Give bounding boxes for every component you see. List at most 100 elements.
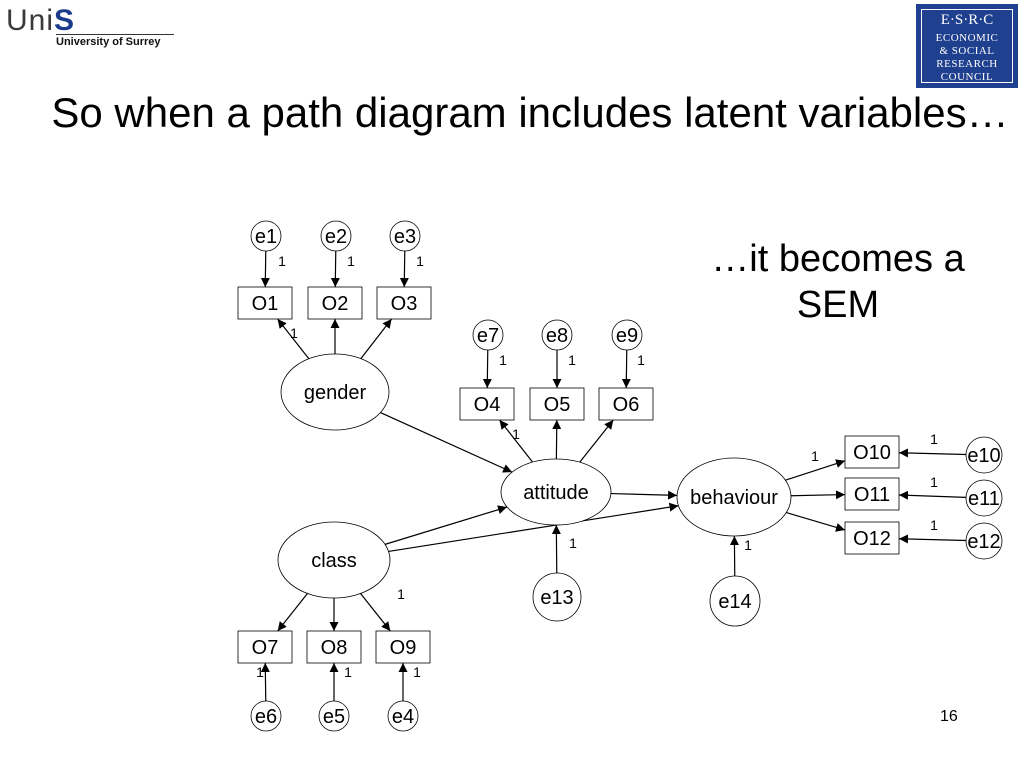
esrc-line: ECONOMIC (935, 32, 999, 44)
observed-o7: O7 (237, 630, 293, 664)
path-coefficient-e9-O6: 1 (637, 352, 645, 368)
path-arrows (260, 250, 967, 702)
observed-o8: O8 (306, 630, 362, 664)
path-coefficient-e10-O10: 1 (930, 431, 938, 447)
error-e14: e14 (709, 575, 761, 627)
error-e9: e9 (611, 319, 643, 351)
path-coefficient-e7-O4: 1 (499, 352, 507, 368)
path-coefficient-e1-O1: 1 (278, 253, 286, 269)
observed-variable-box (375, 630, 431, 664)
latent-attitude: attitude (500, 458, 612, 526)
error-e11: e11 (965, 479, 1003, 517)
path-arrow-e7-to-O4 (482, 349, 492, 389)
error-term-circle (541, 319, 573, 351)
path-arrow-e3-to-O3 (399, 250, 409, 288)
error-e3: e3 (389, 220, 421, 252)
latent-variable-ellipse (280, 353, 390, 431)
observed-variable-box (529, 387, 585, 421)
error-e13: e13 (532, 572, 582, 622)
path-arrow-behaviour-to-O11 (790, 490, 846, 500)
latent-class: class (277, 521, 391, 599)
observed-variable-box (844, 521, 900, 555)
error-label: e6 (255, 706, 277, 728)
slide-title: So when a path diagram includes latent v… (51, 89, 1009, 136)
observed-o6: O6 (598, 387, 654, 421)
path-coefficient-e13-attitude: 1 (569, 535, 577, 551)
path-arrow-e1-to-O1 (260, 250, 270, 288)
error-label: e7 (477, 325, 499, 347)
error-label: e14 (718, 591, 751, 613)
error-term-circle (709, 575, 761, 627)
path-arrow-gender-to-O1 (277, 318, 310, 360)
esrc-line: & SOCIAL (939, 45, 995, 57)
error-term-circle (250, 700, 282, 732)
path-arrow-attitude-to-O6 (579, 419, 614, 463)
path-arrow-class-to-attitude (384, 505, 508, 545)
path-coefficient-e11-O11: 1 (930, 474, 938, 490)
path-arrow-attitude-to-O4 (499, 419, 534, 463)
observed-label: O2 (322, 293, 349, 315)
observed-o9: O9 (375, 630, 431, 664)
error-label: e12 (967, 531, 1000, 553)
observed-label: O12 (853, 528, 891, 550)
observed-label: O1 (252, 293, 279, 315)
error-term-circle (965, 479, 1003, 517)
observed-variable-box (307, 286, 363, 320)
esrc-acronym: E·S·R·C (940, 12, 994, 28)
error-e1: e1 (250, 220, 282, 252)
path-coefficient-e4-O9: 1 (413, 664, 421, 680)
error-label: e9 (616, 325, 638, 347)
observed-label: O11 (854, 484, 890, 506)
observed-label: O9 (390, 637, 417, 659)
path-arrow-e11-to-O11 (898, 490, 967, 500)
path-coefficient-e2-O2: 1 (347, 253, 355, 269)
error-e7: e7 (472, 319, 504, 351)
error-term-circle (965, 522, 1003, 560)
path-coefficient-e3-O3: 1 (416, 253, 424, 269)
observed-label: O4 (474, 394, 501, 416)
path-arrow-gender-to-attitude (380, 412, 513, 473)
latent-label: attitude (523, 482, 589, 504)
error-e5: e5 (318, 700, 350, 732)
error-term-circle (472, 319, 504, 351)
path-coefficient-class-O9: 1 (397, 586, 405, 602)
path-arrow-e9-to-O6 (621, 349, 631, 389)
error-term-circle (318, 700, 350, 732)
error-term-circle (532, 572, 582, 622)
error-label: e10 (967, 445, 1000, 467)
path-coefficient-gender-O1: 1 (290, 325, 298, 341)
page-number: 16 (940, 708, 958, 725)
error-label: e5 (323, 706, 345, 728)
esrc-logo-border: E·S·R·C ECONOMIC & SOCIAL RESEARCH COUNC… (921, 9, 1013, 83)
latent-variable-ellipse (500, 458, 612, 526)
observed-variable-box (376, 286, 432, 320)
path-arrow-e6-to-O7 (260, 662, 270, 702)
observed-o4: O4 (459, 387, 515, 421)
esrc-logo: E·S·R·C ECONOMIC & SOCIAL RESEARCH COUNC… (916, 4, 1018, 88)
path-arrow-class-to-O9 (360, 593, 391, 632)
error-label: e11 (968, 488, 1000, 510)
path-coefficient-attitude-O4: 1 (512, 426, 520, 442)
esrc-line: COUNCIL (940, 71, 994, 83)
observed-o3: O3 (376, 286, 432, 320)
observed-label: O6 (613, 394, 640, 416)
unis-divider (56, 34, 174, 35)
path-arrow-behaviour-to-O10 (785, 459, 846, 481)
observed-variable-box (237, 630, 293, 664)
error-e2: e2 (320, 220, 352, 252)
path-coefficient-behaviour-O10: 1 (811, 448, 819, 464)
path-arrow-class-to-behaviour (388, 502, 679, 553)
latent-label: class (311, 550, 357, 572)
error-term-circle (611, 319, 643, 351)
error-e12: e12 (965, 522, 1003, 560)
error-label: e1 (255, 226, 277, 248)
latent-label: behaviour (690, 487, 778, 509)
error-label: e13 (540, 587, 573, 609)
path-coefficient-e12-O12: 1 (930, 517, 938, 533)
latent-behaviour: behaviour (676, 457, 792, 537)
error-term-circle (320, 220, 352, 252)
slide-subtitle: …it becomes a SEM (711, 238, 965, 326)
latent-gender: gender (280, 353, 390, 431)
observed-label: O7 (252, 637, 279, 659)
